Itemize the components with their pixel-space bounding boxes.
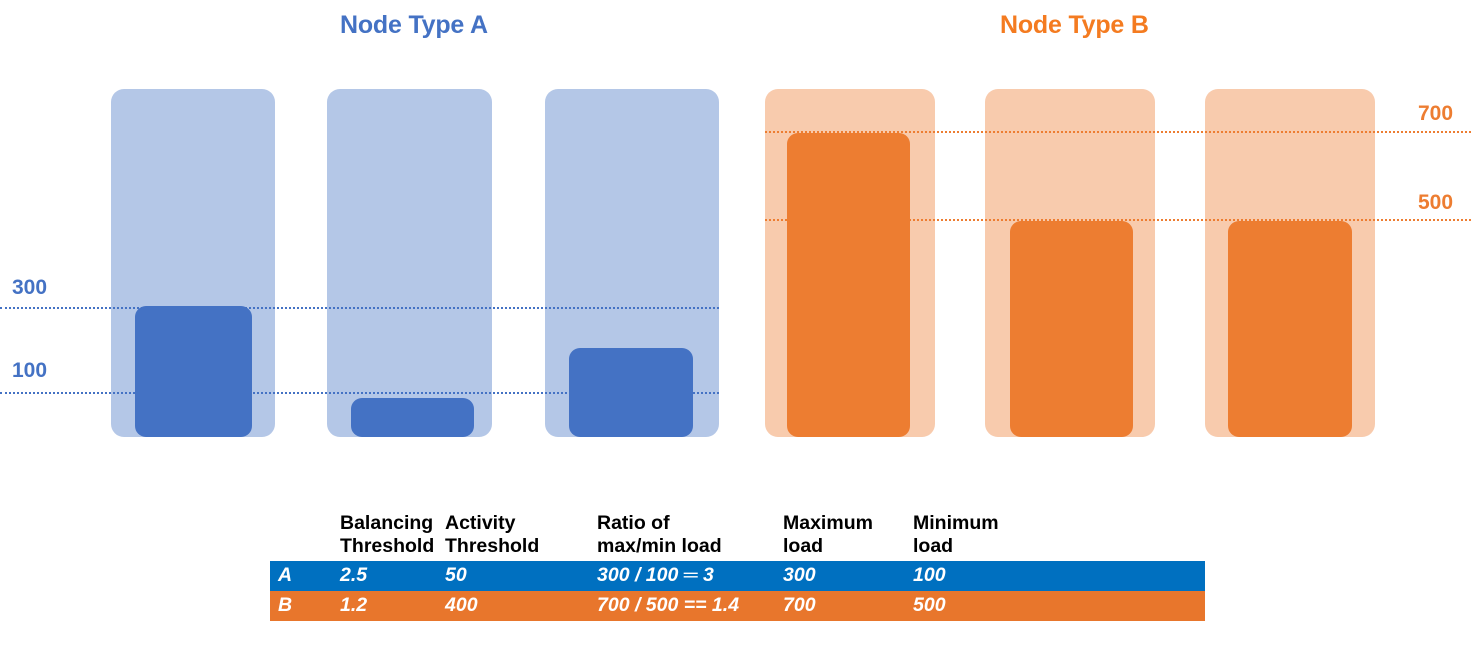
panel-title-node-type-a: Node Type A <box>340 11 488 39</box>
bar-chart-plot-area: 300 100 700 500 <box>0 89 1471 437</box>
cell-balancing-threshold: 1.2 <box>340 591 445 621</box>
cell-activity-threshold: 400 <box>445 591 597 621</box>
threshold-a-gridline-1 <box>0 307 719 309</box>
threshold-b-gridline-label-2: 500 <box>1418 191 1454 214</box>
cell-activity-threshold: 50 <box>445 561 597 591</box>
load-bar-a-1 <box>135 306 252 437</box>
table-row: B 1.2 400 700 / 500 == 1.4 700 500 <box>270 591 1205 621</box>
cell-minimum-load: 100 <box>913 561 1205 591</box>
load-bar-b-3 <box>1228 221 1352 437</box>
threshold-b-gridline-1 <box>765 131 1471 133</box>
load-bar-b-1 <box>787 133 910 437</box>
capacity-bar-a-2 <box>327 89 492 437</box>
table-row: A 2.5 50 300 / 100 ═ 3 300 100 <box>270 561 1205 591</box>
threshold-b-gridline-label-1: 700 <box>1418 102 1454 125</box>
cell-rowkey: A <box>270 561 340 591</box>
threshold-a-gridline-label-1: 300 <box>12 276 48 299</box>
load-bar-a-2 <box>351 398 474 437</box>
threshold-b-gridline-2 <box>765 219 1471 221</box>
load-bar-b-2 <box>1010 221 1133 437</box>
threshold-a-gridline-label-2: 100 <box>12 359 48 382</box>
cell-maximum-load: 700 <box>783 591 913 621</box>
cell-minimum-load: 500 <box>913 591 1205 621</box>
cell-rowkey: B <box>270 591 340 621</box>
load-bar-a-3 <box>569 348 693 437</box>
cell-maximum-load: 300 <box>783 561 913 591</box>
column-header-rowkey <box>270 512 340 562</box>
threshold-a-gridline-2 <box>0 392 719 394</box>
cell-ratio: 300 / 100 ═ 3 <box>597 561 783 591</box>
panel-title-node-type-b: Node Type B <box>1000 11 1149 39</box>
cell-ratio: 700 / 500 == 1.4 <box>597 591 783 621</box>
table-body: A 2.5 50 300 / 100 ═ 3 300 100 B 1.2 400… <box>270 561 1205 621</box>
cell-balancing-threshold: 2.5 <box>340 561 445 591</box>
